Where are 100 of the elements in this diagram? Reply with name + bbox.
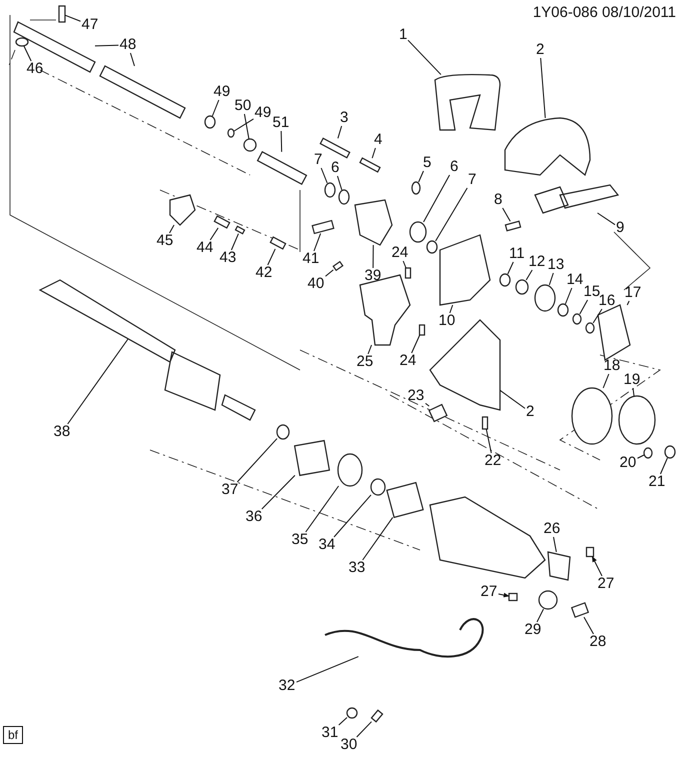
washer-drawing [643,447,653,459]
leader-line [210,227,219,240]
callout-number: 7 [467,172,478,188]
pin-drawing [586,546,594,558]
gear-drawing [534,284,556,312]
lever-drawing [538,590,558,610]
leader-line [372,148,376,159]
bearing-drawing [515,279,529,295]
leader-line [230,233,239,250]
leader-line [592,308,602,324]
callout-number: 12 [528,254,546,270]
leader-line [169,224,175,234]
callout-number: 8 [493,192,504,208]
leader-line [236,438,278,482]
cover-drawing [504,117,591,176]
bushing-drawing [276,424,290,440]
bearing-drawing [243,138,257,152]
leader-line [564,288,572,304]
callout-number: 17 [624,285,642,301]
leader-line [498,592,510,598]
callout-number: 31 [320,725,340,741]
callout-number: 50 [234,98,252,114]
leader-line [408,40,442,76]
corner-code: bf [3,726,24,744]
callout-number: 3 [339,110,350,126]
housing-drawing [294,440,330,476]
callout-number: 5 [422,155,432,171]
callout-number: 24 [390,245,410,261]
leader-line [64,14,81,22]
leader-line [244,114,250,140]
housing-drawing [439,234,491,306]
callout-number: 6 [330,160,340,176]
housing-drawing [597,304,631,361]
callout-number: 42 [254,265,274,281]
callout-number: 24 [398,353,418,369]
callout-number: 33 [348,560,366,576]
callout-number: 21 [648,474,666,490]
callout-number: 46 [26,61,44,77]
leader-line [418,170,424,182]
callout-number: 37 [220,482,240,498]
ring-drawing [618,395,656,445]
callout-number: 18 [602,358,622,374]
leader-line [368,344,372,354]
leader-line [130,52,135,66]
pad-drawing [570,602,590,618]
callout-number: 2 [535,42,546,58]
nut-drawing [664,445,676,459]
callout-number: 15 [582,284,602,300]
callout-number: 36 [244,509,264,525]
callout-number: 35 [290,532,310,548]
leader-line [632,388,634,396]
washer-drawing [499,273,511,287]
leader-line [320,168,328,184]
pin-drawing [234,226,246,234]
leader-line [411,334,420,354]
leader-line [267,248,276,266]
washer-drawing [585,322,595,334]
leader-line [280,130,282,152]
leader-line [507,262,514,274]
leader-line [67,338,128,424]
clip-drawing [411,181,421,195]
leader-line [23,46,32,62]
leader-line [305,486,340,532]
leader-line [584,616,594,634]
bolt-drawing [504,220,522,232]
leader-line [334,494,372,538]
spring-drawing [214,215,230,229]
callout-number: 19 [622,372,642,388]
callout-number: 41 [302,251,320,267]
screw-drawing [404,267,412,279]
clip-drawing [370,709,384,723]
washer-drawing [572,313,582,325]
callout-number: 49 [212,84,232,100]
screw-drawing [482,416,488,430]
callout-number: 39 [364,268,382,284]
leader-line [338,717,348,726]
callout-number: 25 [356,354,374,370]
leader-line [637,454,644,459]
callout-number: 38 [52,424,72,440]
leader-line [579,300,588,314]
callout-number: 49 [254,105,272,121]
leader-line [356,721,372,738]
key-drawing [428,404,448,422]
nut-drawing [227,128,235,138]
cover-drawing [434,74,501,131]
leader-line [540,58,546,118]
callout-number: 4 [373,132,384,148]
callout-number: 9 [615,220,626,236]
bearing-drawing [204,115,216,129]
leader-line [548,272,554,286]
leader-line [296,656,359,683]
ring-drawing [557,303,569,317]
callout-number: 30 [340,737,358,753]
callout-number: 20 [618,455,638,471]
callout-number: 23 [406,388,426,404]
bolt-drawing [58,5,66,23]
washer-drawing [409,221,427,243]
ring-drawing [337,453,363,487]
callout-number: 26 [542,521,562,537]
callout-number: 13 [546,257,566,273]
